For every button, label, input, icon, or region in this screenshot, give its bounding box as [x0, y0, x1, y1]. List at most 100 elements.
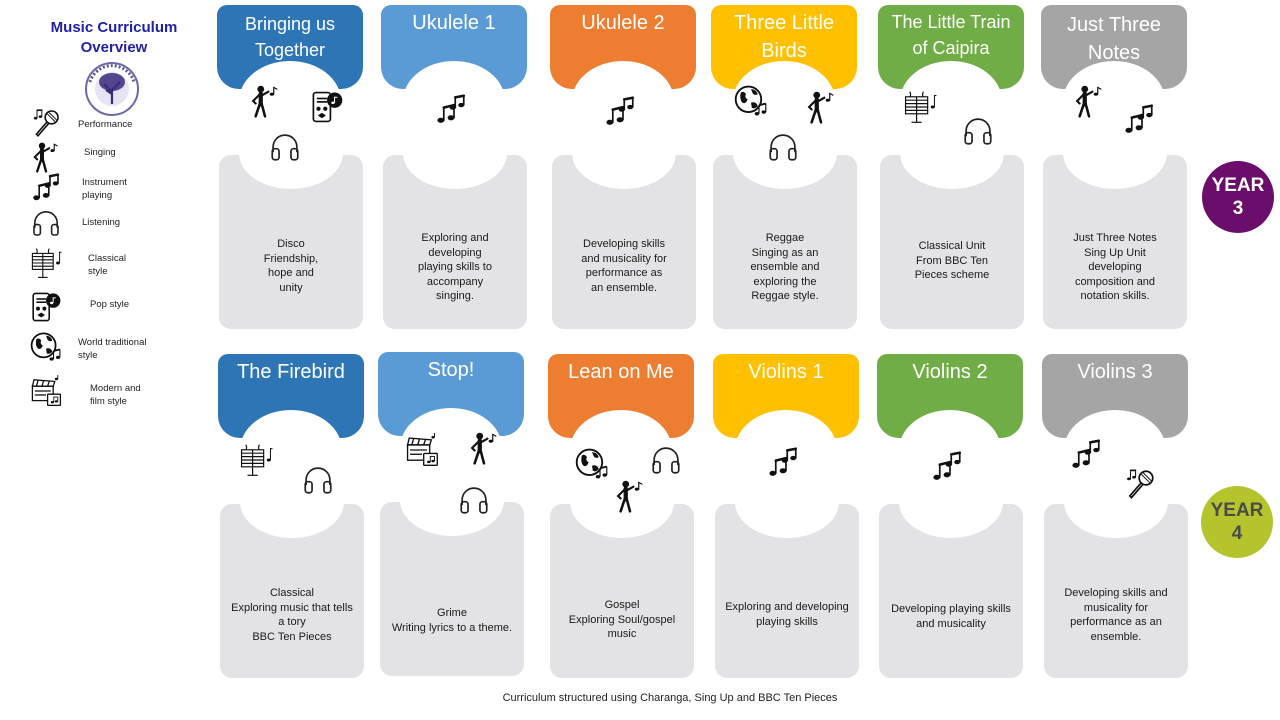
- unit-description: Developing skills and musicality for per…: [581, 238, 667, 294]
- year-badge-number: 3: [1232, 198, 1244, 219]
- headphones-icon: [300, 462, 336, 498]
- unit-title: The Little Train of Caipira: [891, 12, 1011, 58]
- unit-description: Developing skills and musicality for per…: [1064, 587, 1168, 643]
- key-item-pop-style: Pop style: [26, 290, 206, 326]
- music-notes-icon: [929, 450, 965, 486]
- unit-description: Developing playing skills and musicality: [891, 603, 1011, 630]
- unit-title: Just Three Notes: [1066, 14, 1162, 64]
- headphones-icon: [648, 442, 684, 478]
- headphones-icon: [267, 129, 303, 165]
- music-notes-icon: [765, 446, 801, 482]
- unit-card-header: Violins 1: [713, 354, 859, 438]
- phone-music-icon: [26, 290, 66, 324]
- unit-title: Ukulele 2: [581, 12, 665, 34]
- unit-card-notch: [735, 502, 839, 538]
- key-label: Performance: [78, 119, 133, 130]
- unit-card-body: Classical Unit From BBC Ten Pieces schem…: [880, 153, 1024, 329]
- unit-description: Reggae Singing as an ensemble and explor…: [750, 232, 820, 302]
- globe-music-icon: [574, 446, 610, 482]
- headphones-icon: [26, 206, 66, 240]
- key-label: Pop style: [90, 299, 130, 310]
- unit-card-notch: [1064, 502, 1168, 538]
- unit-card: Violins 1 Exploring and developing playin…: [713, 354, 859, 684]
- clapperboard-music-icon: [26, 374, 66, 408]
- clapperboard-music-icon: [404, 432, 440, 468]
- microphone-icon: [26, 106, 66, 140]
- unit-title: Bringing us Together: [244, 14, 336, 60]
- unit-title: The Firebird: [237, 361, 345, 383]
- music-notes-icon: [26, 172, 66, 206]
- globe-music-icon: [26, 330, 66, 364]
- unit-card-body: Gospel Exploring Soul/gospel music: [550, 502, 694, 678]
- key-label: Listening: [82, 217, 121, 228]
- year-badge-word: YEAR: [1210, 500, 1264, 521]
- year-badge-3: YEAR 3: [1202, 161, 1274, 233]
- key-label: Instrument playing: [82, 177, 127, 201]
- unit-card-body: Developing skills and musicality for per…: [552, 153, 696, 329]
- unit-title: Violins 3: [1077, 361, 1153, 383]
- unit-card-body: Exploring and developing playing skills …: [383, 153, 527, 329]
- key-item-instrument-playing: Instrument playing: [26, 172, 206, 208]
- key-label: Classical style: [88, 253, 127, 277]
- unit-card-body: Exploring and developing playing skills: [715, 502, 859, 678]
- unit-card-bump: [735, 410, 837, 466]
- headphones-icon: [960, 113, 996, 149]
- unit-description: Just Three Notes Sing Up Unit developing…: [1073, 232, 1157, 302]
- unit-description: Exploring and developing playing skills …: [418, 232, 492, 302]
- unit-description: Classical Exploring music that tells a t…: [231, 587, 353, 643]
- unit-description: Disco Friendship, hope and unity: [263, 238, 319, 294]
- singer-icon: [612, 478, 648, 514]
- footer-note: Curriculum structured using Charanga, Si…: [502, 692, 838, 704]
- unit-title: Ukulele 1: [412, 12, 496, 34]
- unit-card-notch: [403, 153, 507, 189]
- unit-card-header: Just Three Notes: [1041, 5, 1187, 89]
- key-item-performance: Performance: [26, 106, 206, 142]
- singer-icon: [26, 140, 66, 174]
- unit-card-body: Just Three Notes Sing Up Unit developing…: [1043, 153, 1187, 329]
- music-notes-icon: [1068, 438, 1104, 474]
- unit-card: Ukulele 1 Exploring and developing playin…: [381, 5, 527, 335]
- unit-card-notch: [572, 153, 676, 189]
- unit-card-bump: [1064, 410, 1166, 466]
- singer-icon: [247, 83, 283, 119]
- unit-card-body: Developing playing skills and musicality: [879, 502, 1023, 678]
- school-logo: [76, 60, 148, 118]
- unit-card-notch: [1063, 153, 1167, 189]
- unit-card-body: Classical Exploring music that tells a t…: [220, 502, 364, 678]
- unit-card-notch: [240, 502, 344, 538]
- sheet-music-icon: [238, 442, 274, 478]
- unit-card-body: Grime Writing lyrics to a theme.: [380, 500, 524, 676]
- key-item-listening: Listening: [26, 206, 206, 242]
- unit-card: Violins 2 Developing playing skills and m…: [877, 354, 1023, 684]
- unit-card-notch: [900, 153, 1004, 189]
- key-label: World traditional style: [78, 337, 147, 361]
- unit-card-body: Developing skills and musicality for per…: [1044, 502, 1188, 678]
- unit-title: Violins 2: [912, 361, 988, 383]
- sheet-music-icon: [26, 246, 66, 280]
- year-badge-number: 4: [1231, 523, 1243, 544]
- unit-card: Lean on Me Gospel Exploring Soul/gospel m…: [548, 354, 694, 684]
- microphone-icon: [1122, 466, 1158, 502]
- key-item-world-traditional-style: World traditional style: [26, 330, 206, 366]
- key-label: Modern and film style: [90, 383, 141, 407]
- globe-music-icon: [733, 83, 769, 119]
- unit-description: Gospel Exploring Soul/gospel music: [568, 599, 676, 640]
- unit-title: Stop!: [427, 359, 475, 381]
- key-item-modern-film-style: Modern and film style: [26, 374, 206, 410]
- key-label: Singing: [84, 147, 116, 158]
- unit-title: Lean on Me: [568, 361, 674, 383]
- music-notes-icon: [602, 95, 638, 131]
- music-notes-icon: [1121, 103, 1157, 139]
- unit-card: Stop! Grime Writing lyrics to a theme.: [378, 352, 524, 682]
- unit-title: Three Little Birds: [733, 12, 835, 62]
- singer-icon: [466, 430, 502, 466]
- sheet-music-icon: [902, 89, 938, 125]
- unit-card-notch: [899, 502, 1003, 538]
- music-notes-icon: [433, 93, 469, 129]
- year-badge-word: YEAR: [1211, 175, 1265, 196]
- unit-title: Violins 1: [748, 361, 824, 383]
- unit-card: Violins 3 Developing skills and musicalit…: [1042, 354, 1188, 684]
